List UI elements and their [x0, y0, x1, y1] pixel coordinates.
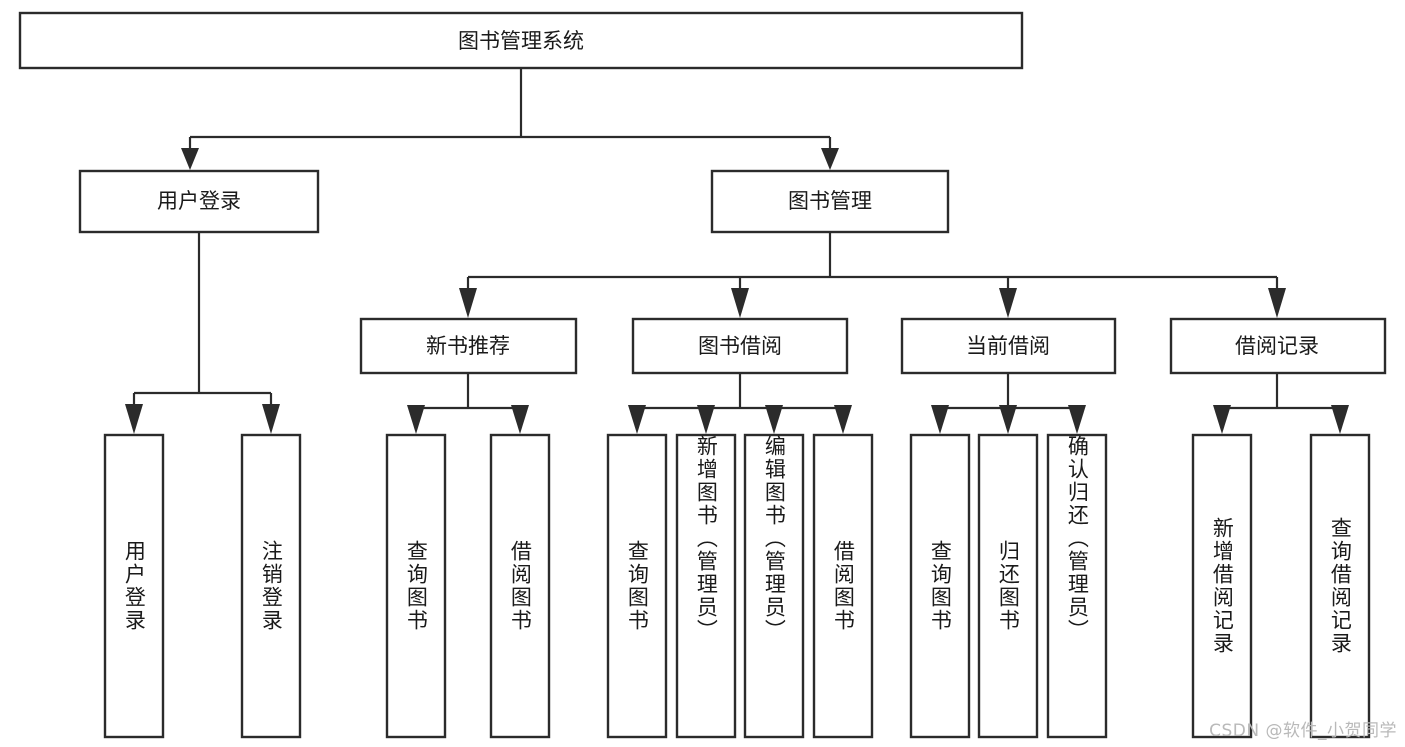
leaf-box-borrow-book-2[interactable] [812, 433, 874, 739]
arrowhead-user-login [181, 148, 199, 170]
node-book-management-label: 图书管理 [788, 189, 872, 213]
node-root-label: 图书管理系统 [458, 29, 584, 53]
node-current-borrow[interactable]: 当前借阅 [900, 317, 1117, 375]
arrowhead-new-book-recommend [459, 288, 477, 318]
node-current-borrow-label: 当前借阅 [966, 334, 1050, 358]
arrowhead-leaf-add-book [697, 405, 715, 434]
leaf-box-query-record[interactable] [1309, 433, 1371, 739]
arrowhead-current-borrow [999, 288, 1017, 318]
arrowhead-borrow-record [1268, 288, 1286, 318]
arrowhead-leaf-confirm-return [1068, 405, 1086, 434]
arrowhead-book-borrow [731, 288, 749, 318]
leaf-box-return-book[interactable] [977, 433, 1039, 739]
arrowhead-leaf-user-login [125, 404, 143, 434]
leaf-box-logout-login[interactable] [240, 433, 302, 739]
leaf-box-edit-book[interactable] [743, 433, 805, 739]
arrowhead-leaf-query-book-3 [931, 405, 949, 434]
node-user-login-label: 用户登录 [157, 189, 241, 213]
node-borrow-record-label: 借阅记录 [1235, 334, 1319, 358]
leaf-box-add-record[interactable] [1191, 433, 1253, 739]
leaf-box-confirm-return[interactable] [1046, 433, 1108, 739]
leaf-box-query-book-1[interactable] [385, 433, 447, 739]
leaf-box-user-login[interactable] [103, 433, 165, 739]
node-book-borrow-label: 图书借阅 [698, 334, 782, 358]
arrowhead-leaf-borrow-book-1 [511, 405, 529, 434]
arrowhead-leaf-query-book-2 [628, 405, 646, 434]
arrowhead-book-management [821, 148, 839, 170]
node-borrow-record[interactable]: 借阅记录 [1169, 317, 1387, 375]
arrowhead-leaf-edit-book [765, 405, 783, 434]
arrowhead-leaf-add-record [1213, 405, 1231, 434]
arrowhead-leaf-borrow-book-2 [834, 405, 852, 434]
node-new-book-recommend[interactable]: 新书推荐 [359, 317, 578, 375]
node-user-login[interactable]: 用户登录 [78, 169, 320, 234]
watermark-text: CSDN @软件_小贺同学 [1209, 721, 1397, 741]
leaf-box-query-book-3[interactable] [909, 433, 971, 739]
arrowhead-leaf-query-record [1331, 405, 1349, 434]
arrowhead-leaf-return-book [999, 405, 1017, 434]
node-root[interactable]: 图书管理系统 [18, 11, 1024, 70]
leaf-box-query-book-2[interactable] [606, 433, 668, 739]
arrowhead-leaf-query-book-1 [407, 405, 425, 434]
node-new-book-recommend-label: 新书推荐 [426, 334, 510, 358]
leaf-box-borrow-book-1[interactable] [489, 433, 551, 739]
arrowhead-leaf-logout-login [262, 404, 280, 434]
node-book-management[interactable]: 图书管理 [710, 169, 950, 234]
node-book-borrow[interactable]: 图书借阅 [631, 317, 849, 375]
leaf-box-add-book[interactable] [675, 433, 737, 739]
